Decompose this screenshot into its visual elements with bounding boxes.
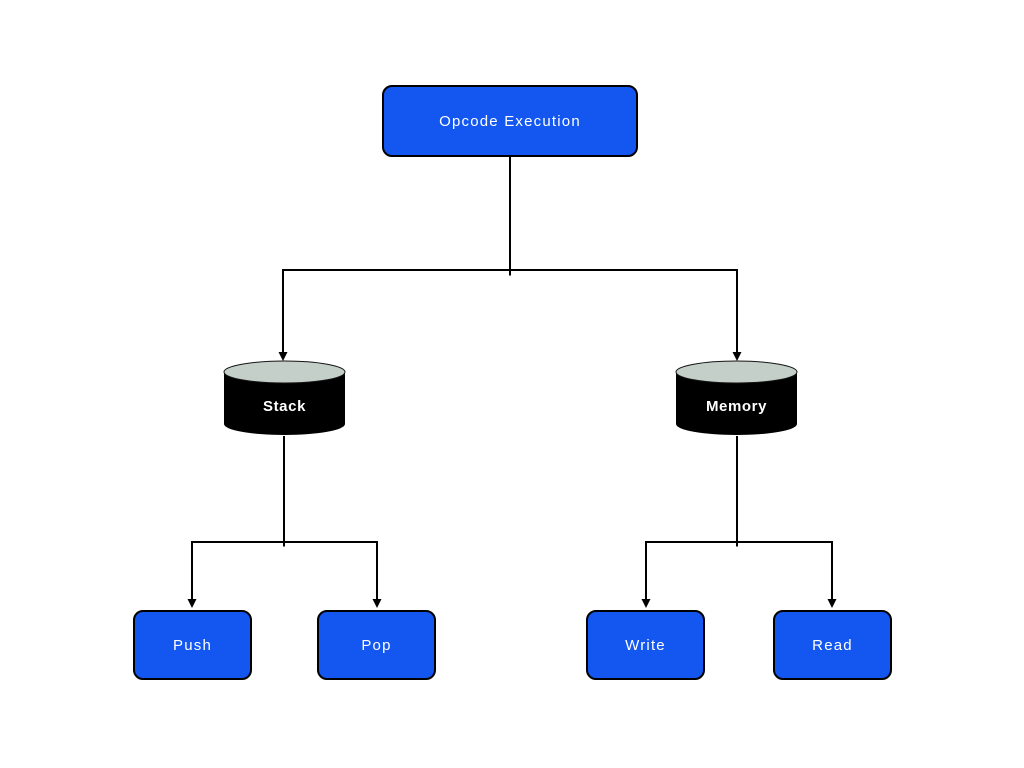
cylinder-shape-stack: [223, 360, 346, 435]
node-push-label: Push: [173, 636, 212, 654]
node-write-label: Write: [625, 636, 666, 654]
node-push[interactable]: Push: [133, 610, 252, 680]
node-stack-label: Stack: [262, 397, 307, 415]
arrowhead-write: [641, 599, 651, 608]
cylinder-shape-memory: [675, 360, 798, 435]
node-write[interactable]: Write: [586, 610, 705, 680]
node-pop[interactable]: Pop: [317, 610, 436, 680]
connector-root-branch: [282, 269, 738, 353]
arrowhead-read: [827, 599, 837, 608]
node-stack[interactable]: Stack: [223, 360, 346, 436]
arrowhead-pop: [372, 599, 382, 608]
connector-stack-branch: [191, 541, 378, 600]
node-memory[interactable]: Memory: [675, 360, 798, 436]
node-pop-label: Pop: [361, 636, 392, 654]
connector-memory-branch: [645, 541, 833, 600]
node-read[interactable]: Read: [773, 610, 892, 680]
arrowhead-push: [187, 599, 197, 608]
node-memory-label: Memory: [705, 397, 768, 415]
node-opcode-execution[interactable]: Opcode Execution: [382, 85, 638, 157]
node-opcode-execution-label: Opcode Execution: [439, 112, 581, 130]
node-read-label: Read: [812, 636, 853, 654]
